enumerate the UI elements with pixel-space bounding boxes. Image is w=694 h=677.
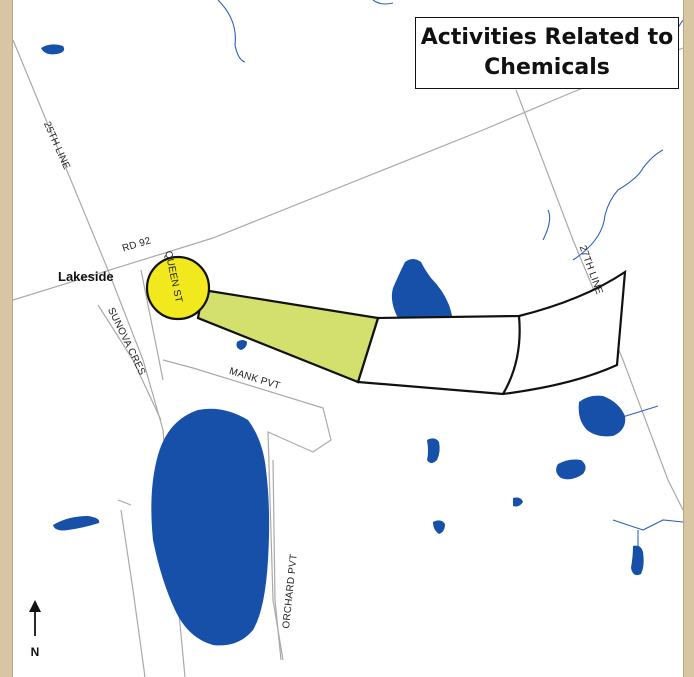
north-arrow: N — [27, 600, 43, 659]
lake-northwest — [41, 44, 65, 55]
road-orchard-pvt — [272, 459, 282, 661]
road-connector — [117, 499, 132, 506]
lake-main — [151, 408, 270, 646]
road-27th-line — [515, 89, 683, 511]
zone-outer — [356, 269, 627, 396]
road-sunova-loop — [120, 509, 146, 677]
map-graphics — [13, 0, 683, 677]
pond-south-2 — [513, 497, 523, 507]
road-queen-st — [140, 269, 164, 381]
pond-east-2 — [556, 459, 586, 480]
zone-divider — [502, 315, 521, 395]
wellhead-circle — [145, 255, 211, 321]
wellhead-protection-zones — [145, 255, 627, 396]
stream-27th — [542, 149, 664, 261]
map-title-box: Activities Related to Chemicals — [415, 17, 679, 89]
north-arrow-icon — [29, 600, 41, 636]
stream-north — [217, 0, 246, 63]
pond-south-1 — [427, 438, 440, 463]
pond-southeast — [631, 545, 644, 576]
zone-capture-green — [196, 288, 380, 384]
lake-west-small — [53, 516, 100, 531]
stream-southeast — [612, 519, 683, 548]
stream-top — [372, 0, 394, 5]
pond-south-3 — [433, 520, 445, 534]
place-label-lakeside: Lakeside — [58, 269, 114, 284]
pond-near-zone — [236, 340, 247, 350]
road-sunova-cres-west — [97, 304, 162, 421]
north-label: N — [30, 645, 40, 659]
lake-east — [578, 395, 626, 437]
map-canvas: 25TH LINE RD 92 QUEEN ST SUNOVA CRES MAN… — [12, 0, 684, 677]
map-title-line-2: Chemicals — [484, 55, 610, 80]
map-title-line-1: Activities Related to — [420, 25, 674, 50]
road-mank-pvt — [162, 359, 332, 661]
